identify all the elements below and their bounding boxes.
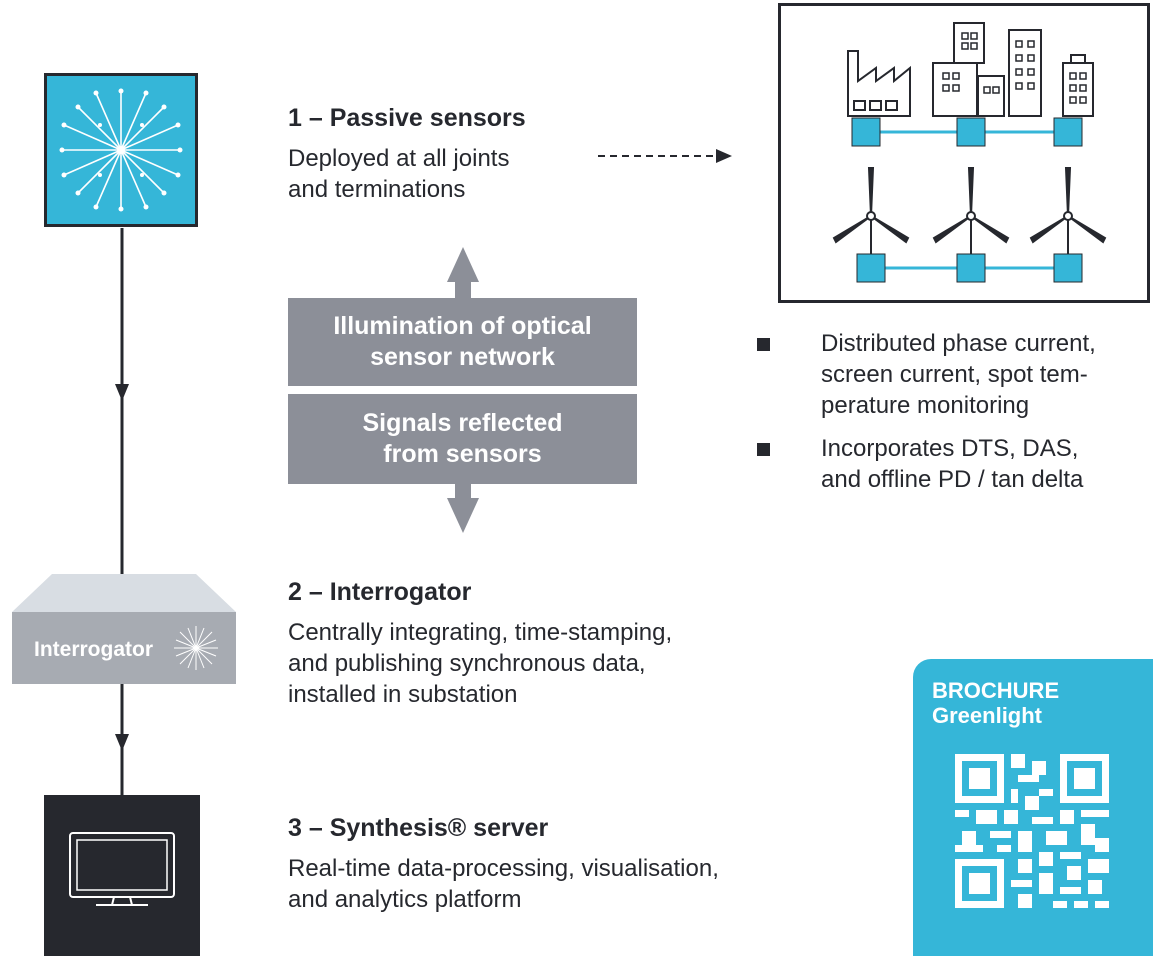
box-line: sensor network <box>370 343 555 371</box>
bullet-item: Distributed phase current, screen curren… <box>757 328 1147 421</box>
sensor-node <box>1053 117 1083 147</box>
desc-line: Real-time data-processing, visualisation… <box>288 855 719 882</box>
sensor-node <box>956 253 986 283</box>
bullet-line: Incorporates DTS, DAS, <box>821 435 1079 462</box>
desc-line: Deployed at all joints <box>288 145 510 172</box>
dashed-arrow-head <box>716 149 732 163</box>
desc-line: and analytics platform <box>288 886 522 913</box>
office-building-icon <box>1062 54 1094 117</box>
down-arrow-stem <box>455 484 471 500</box>
box-line: Signals reflected <box>362 409 563 437</box>
qr-code-icon <box>955 754 1109 908</box>
up-arrow-head <box>447 247 479 282</box>
down-arrow-head <box>447 498 479 533</box>
sensor-node <box>851 117 881 147</box>
illumination-box: Illumination of optical sensor network <box>288 298 637 386</box>
buildings-icon <box>932 22 1042 117</box>
passive-sensors-desc: Deployed at all joints and terminations <box>288 143 509 205</box>
sensor-star-icon <box>44 73 198 227</box>
interrogator-desc: Centrally integrating, time-stamping, an… <box>288 617 672 710</box>
down-arrow-head-2 <box>115 734 129 751</box>
wind-turbine-icons <box>832 167 1107 256</box>
server-desc: Real-time data-processing, visualisation… <box>288 853 719 915</box>
brochure-label: BROCHURE Greenlight <box>932 678 1059 728</box>
brochure-qr-card[interactable]: BROCHURE Greenlight <box>913 659 1153 956</box>
signals-reflected-box: Signals reflected from sensors <box>288 394 637 484</box>
sensor-node <box>856 253 886 283</box>
desc-line: installed in substation <box>288 681 518 708</box>
up-arrow-stem <box>455 280 471 298</box>
factory-icon <box>847 50 911 117</box>
interrogator-title: 2 – Interrogator <box>288 578 472 606</box>
server-monitor-icon <box>44 795 200 956</box>
sensor-node <box>956 117 986 147</box>
box-line: Illumination of optical <box>333 312 592 340</box>
sensor-network-panel <box>778 3 1150 303</box>
desc-line: and publishing synchronous data, <box>288 650 646 677</box>
server-title: 3 – Synthesis® server <box>288 814 549 842</box>
brochure-line2: Greenlight <box>932 703 1043 728</box>
passive-sensors-title: 1 – Passive sensors <box>288 104 526 132</box>
desc-line: and terminations <box>288 176 466 203</box>
bullet-square-icon <box>757 338 770 351</box>
bullet-line: Distributed phase current, <box>821 330 1096 357</box>
bullet-line: perature monitoring <box>821 392 1030 419</box>
bullet-square-icon <box>757 443 770 456</box>
feature-bullets: Distributed phase current, screen curren… <box>757 328 1147 507</box>
bullet-item: Incorporates DTS, DAS, and offline PD / … <box>757 433 1147 495</box>
down-arrow-head-1 <box>115 384 129 401</box>
interrogator-device-label: Interrogator <box>34 638 154 661</box>
brochure-line1: BROCHURE <box>932 678 1060 703</box>
box-line: from sensors <box>383 440 542 468</box>
bullet-line: screen current, spot tem- <box>821 361 1088 388</box>
interrogator-star-icon <box>174 626 218 670</box>
sensor-node <box>1053 253 1083 283</box>
desc-line: Centrally integrating, time-stamping, <box>288 619 673 646</box>
interrogator-device <box>12 574 236 684</box>
bullet-line: and offline PD / tan delta <box>821 466 1084 493</box>
